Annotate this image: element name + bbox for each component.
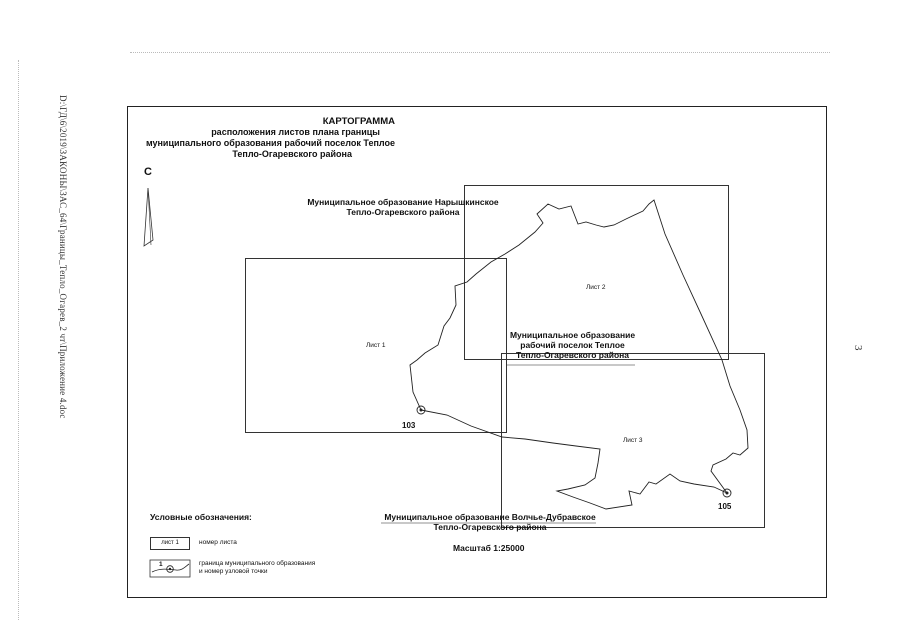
naryshkinskoe-label-line-1: Муниципальное образование Нарышкинское — [307, 197, 499, 207]
teploe-label-line-1: Муниципальное образование — [509, 330, 636, 340]
title-line-4: Тепло-Огаревского района — [232, 149, 352, 159]
naryshkinskoe-label-line-2: Тепло-Огаревского района — [346, 207, 460, 217]
title-line-1: КАРТОГРАММА — [322, 116, 395, 127]
title-line-3: муниципального образования рабочий посел… — [145, 138, 395, 148]
node-103-number: 103 — [402, 421, 416, 430]
sheet-3-label: Лист 3 — [623, 437, 643, 444]
teploe-label-line-3: Тепло-Огаревского района — [516, 350, 629, 360]
page-number: 3 — [852, 345, 864, 351]
node-103-icon — [416, 405, 426, 415]
volchye-dubravskoe-label: Муниципальное образование Волчье-Дубравс… — [380, 512, 600, 532]
volchye-label-line-1: Муниципальное образование Волчье-Дубравс… — [384, 512, 596, 522]
node-105-number: 105 — [718, 502, 732, 511]
legend-sheet-box: лист 1 — [150, 537, 190, 550]
teploe-label-line-2: рабочий поселок Теплое — [520, 340, 625, 350]
legend-sheet-desc: номер листа — [199, 539, 237, 546]
sheet-3-frame — [501, 353, 765, 528]
legend-title: Условные обозначения: — [150, 512, 252, 522]
teploe-label: Муниципальное образование рабочий посело… — [500, 330, 645, 360]
legend-boundary-desc-line-2: и номер узловой точки — [199, 568, 268, 575]
teploe-boundary-line — [409, 199, 749, 510]
map-frame — [127, 106, 827, 598]
legend-boundary-icon — [149, 559, 191, 578]
sheet-1-frame — [245, 258, 507, 433]
scan-dotline-top — [130, 52, 830, 53]
scan-dotline-left — [18, 60, 19, 620]
legend-boundary-number: 1 — [159, 561, 163, 568]
sheet-2-label: Лист 2 — [586, 284, 606, 291]
legend-boundary-desc: граница муниципального образования и ном… — [199, 560, 315, 576]
node-105-icon — [722, 488, 732, 498]
file-path-text: D:\ГД\6\2019\ЗАКОНЫ\ЗАС_64\Границы_Тепло… — [58, 95, 68, 419]
map-title: КАРТОГРАММА расположения листов плана гр… — [0, 116, 555, 160]
volchye-label-line-2: Тепло-Огаревского района — [433, 522, 547, 532]
sheet-1-label: Лист 1 — [366, 342, 386, 349]
title-line-2: расположения листов плана границы — [211, 127, 380, 137]
sheet-2-frame — [464, 185, 729, 360]
map-scale: Масштаб 1:25000 — [453, 543, 525, 553]
north-arrow-icon — [143, 187, 154, 247]
north-label: С — [144, 166, 152, 178]
legend-boundary-desc-line-1: граница муниципального образования — [199, 560, 316, 567]
naryshkinskoe-label: Муниципальное образование Нарышкинское Т… — [303, 197, 503, 217]
